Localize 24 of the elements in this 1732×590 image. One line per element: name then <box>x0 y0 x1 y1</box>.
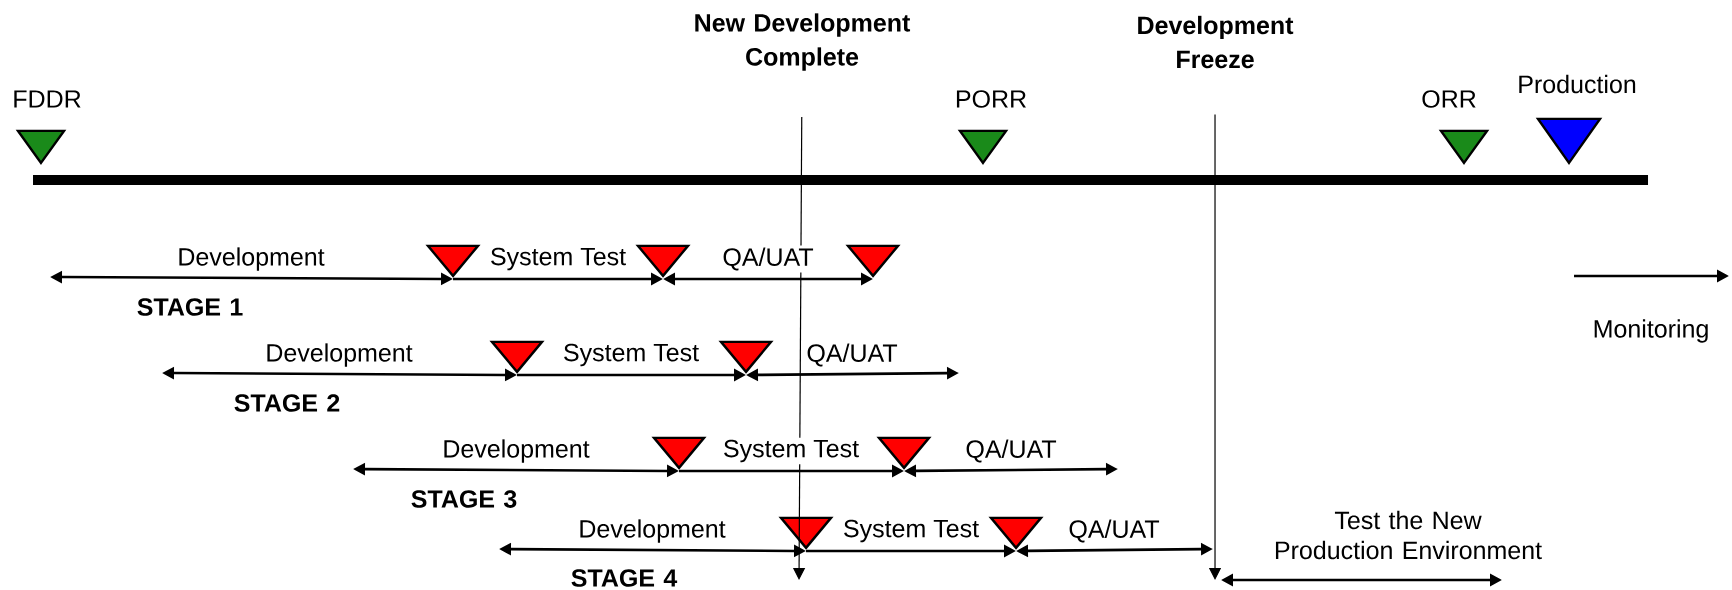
edge-label: QA/UAT <box>1066 517 1162 545</box>
edge-label: System Test <box>720 437 862 465</box>
edge-label: Development <box>576 517 728 545</box>
milestone-label: Production <box>1519 74 1636 94</box>
arrow-caption: Monitoring <box>1594 319 1708 343</box>
edge-label: System Test <box>840 517 982 545</box>
edge-label: System Test <box>487 245 629 273</box>
edge-label: QA/UAT <box>804 341 900 369</box>
stage-label: STAGE 3 <box>411 490 517 508</box>
stage-label: STAGE 4 <box>571 569 678 587</box>
stage-label: STAGE 2 <box>234 394 340 412</box>
milestone-label: ORR <box>1422 90 1476 108</box>
milestone-heading: Development Freeze <box>1138 15 1294 69</box>
stage-label: STAGE 1 <box>137 298 243 316</box>
edge-label: QA/UAT <box>963 437 1059 465</box>
edge-label: System Test <box>560 341 702 369</box>
edge-label: Development <box>263 341 415 369</box>
arrow-caption: Test the New Production Environment <box>1275 510 1542 560</box>
milestone-label: FDDR <box>14 90 81 108</box>
edge-label: QA/UAT <box>720 245 816 273</box>
milestone-heading: New Development Complete <box>695 13 911 71</box>
edge-label: Development <box>175 245 327 273</box>
edge-label: Development <box>440 437 592 465</box>
milestone-label: PORR <box>956 90 1026 108</box>
